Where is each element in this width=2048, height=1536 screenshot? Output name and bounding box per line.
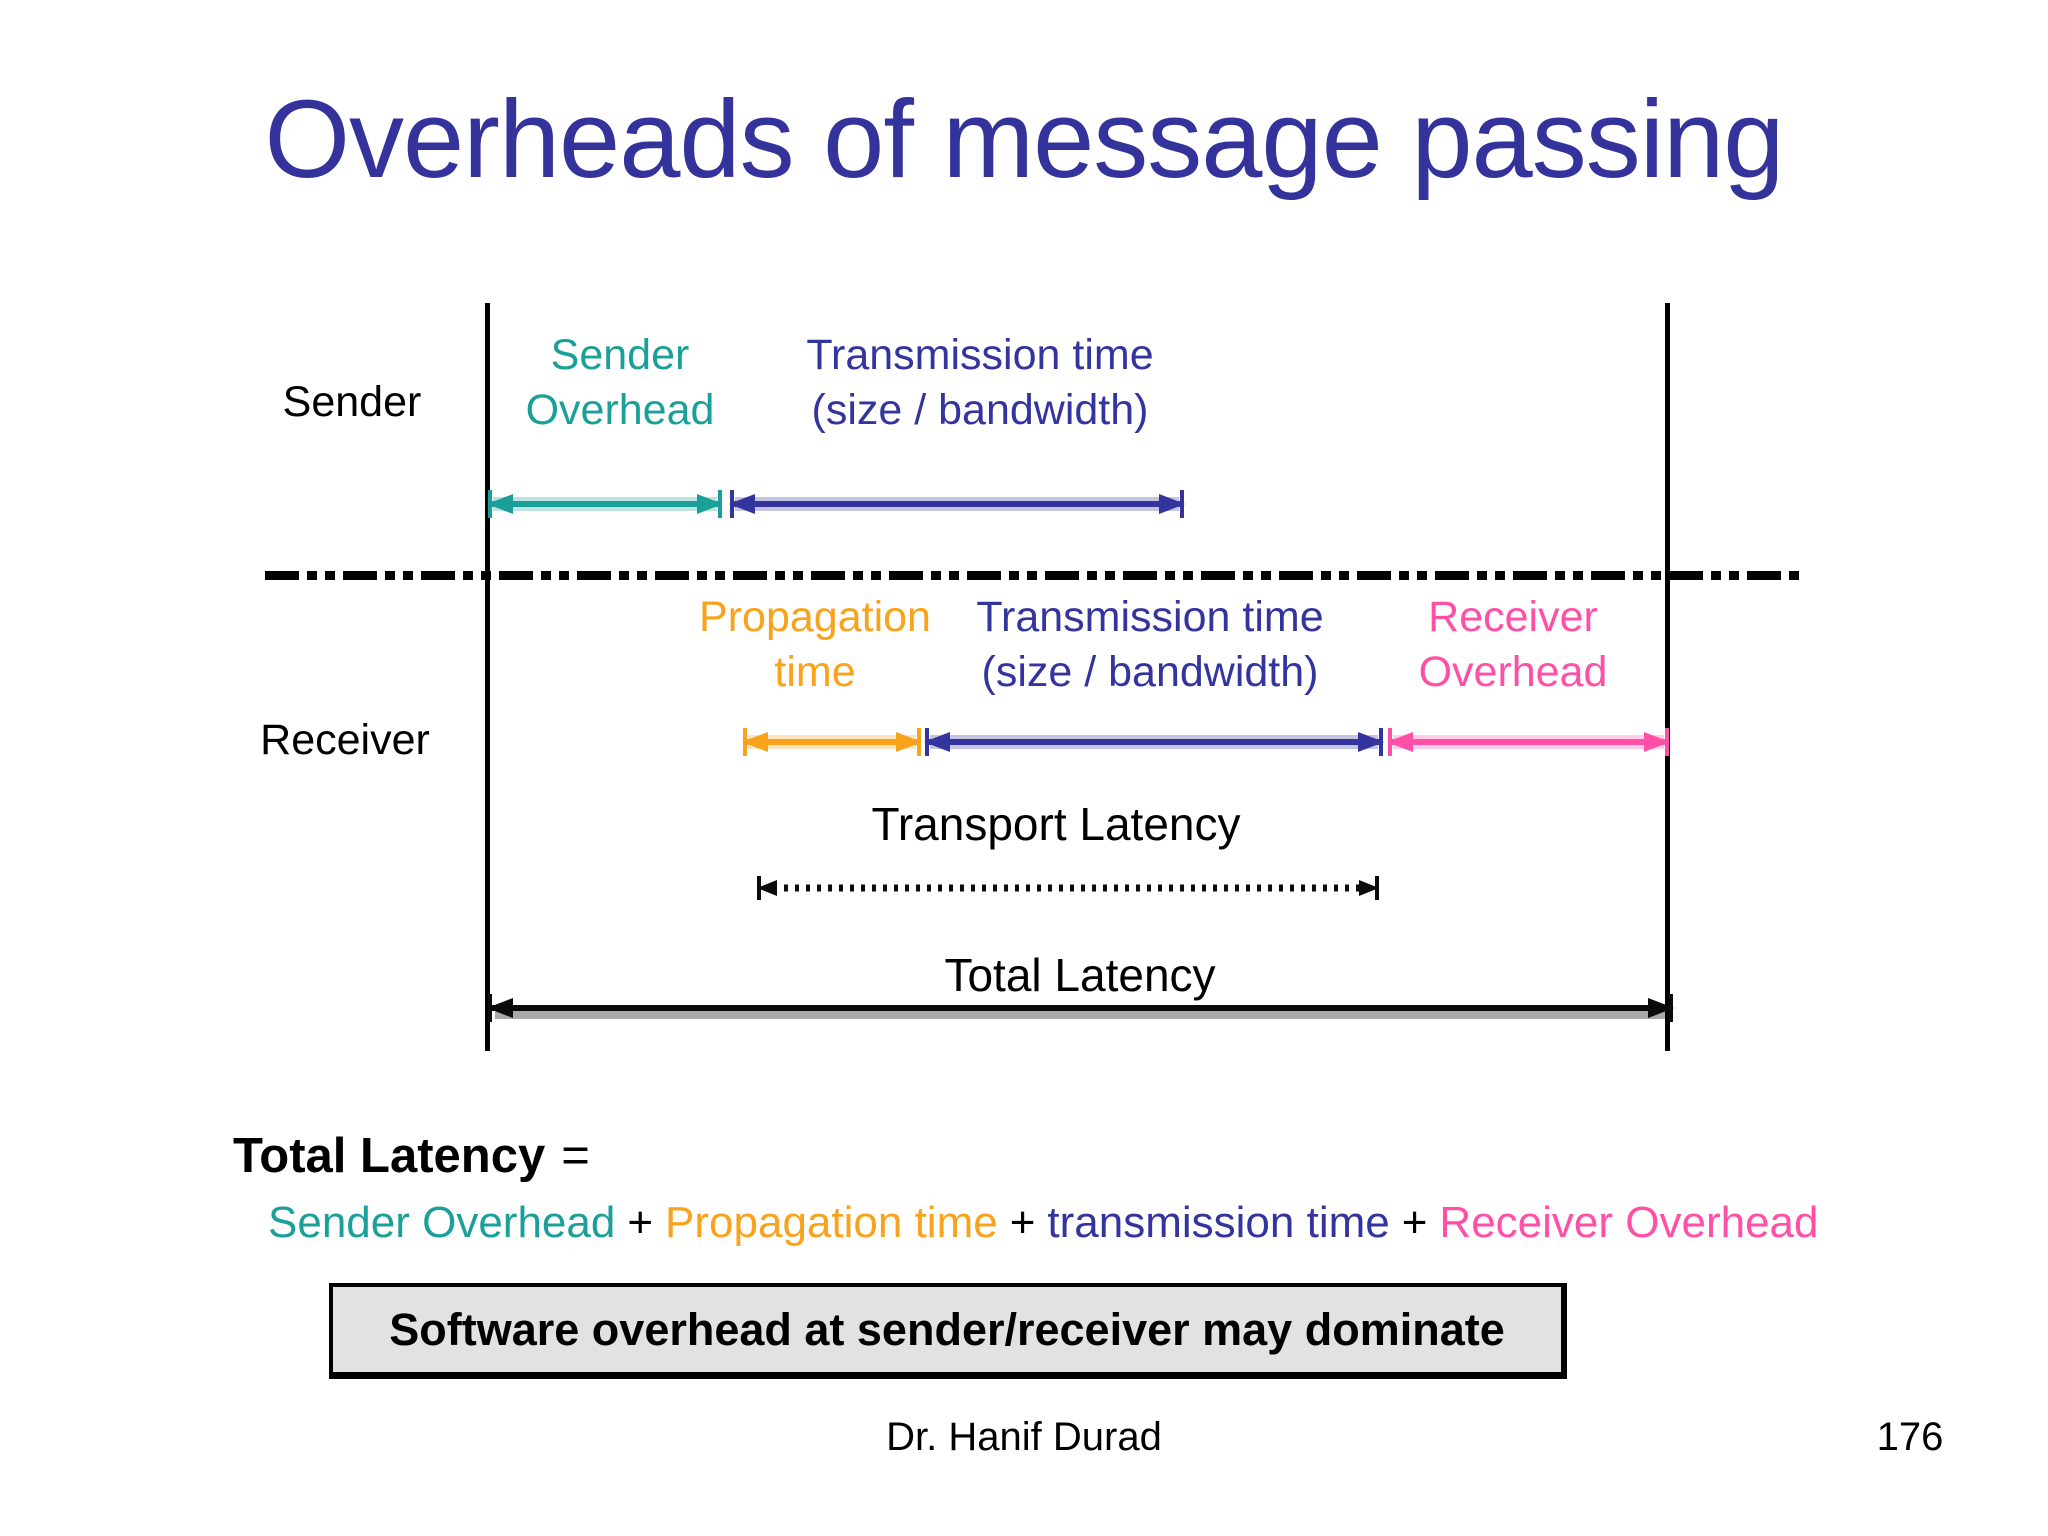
sender-receiver-divider-line — [265, 571, 1805, 580]
equation-term-sender-overhead: Sender Overhead — [268, 1198, 616, 1247]
transmission-time-sender-arrow — [729, 490, 1185, 518]
left-boundary-line — [485, 303, 490, 1051]
sender-overhead-label: Sender Overhead — [470, 328, 770, 438]
right-boundary-line — [1665, 303, 1670, 1051]
equation-term-receiver-overhead: Receiver Overhead — [1439, 1198, 1819, 1247]
plus-sign: + — [627, 1198, 654, 1247]
sender-overhead-line2: Overhead — [525, 386, 715, 434]
transmission-time-receiver-label: Transmission time (size / bandwidth) — [950, 590, 1350, 700]
slide-title: Overheads of message passing — [264, 78, 1785, 201]
receiver-row-label: Receiver — [260, 716, 430, 764]
receiver-overhead-line2: Overhead — [1418, 648, 1608, 696]
sender-row-label: Sender — [282, 378, 422, 426]
transmission-time-receiver-line2: (size / bandwidth) — [981, 648, 1319, 696]
callout-text: Software overhead at sender/receiver may… — [389, 1304, 1505, 1355]
callout-box: Software overhead at sender/receiver may… — [329, 1283, 1567, 1379]
plus-sign: + — [1009, 1198, 1036, 1247]
propagation-time-label: Propagation time — [665, 590, 965, 700]
transmission-time-receiver-arrow — [924, 728, 1384, 756]
transmission-time-sender-line2: (size / bandwidth) — [811, 386, 1149, 434]
footer-author: Dr. Hanif Durad — [886, 1415, 1162, 1459]
receiver-overhead-label: Receiver Overhead — [1363, 590, 1663, 700]
equation-term-propagation-time: Propagation time — [665, 1198, 998, 1247]
total-latency-arrow — [487, 994, 1674, 1022]
transmission-time-sender-label: Transmission time (size / bandwidth) — [780, 328, 1180, 438]
transmission-time-sender-line1: Transmission time — [806, 331, 1154, 379]
transmission-time-receiver-line1: Transmission time — [976, 593, 1324, 641]
transport-latency-label: Transport Latency — [871, 798, 1241, 850]
propagation-time-arrow — [742, 728, 922, 756]
sender-overhead-line1: Sender — [550, 331, 690, 379]
equation-equals-sign: = — [561, 1129, 590, 1183]
propagation-time-line1: Propagation — [699, 593, 931, 641]
equation-term-transmission-time: transmission time — [1047, 1198, 1390, 1247]
transport-latency-arrow — [757, 876, 1379, 900]
total-latency-label: Total Latency — [944, 949, 1216, 1001]
equation-heading: Total Latency = — [233, 1128, 590, 1184]
plus-sign: + — [1401, 1198, 1428, 1247]
equation-line: Sender Overhead+Propagation time+transmi… — [268, 1198, 1819, 1248]
propagation-time-line2: time — [774, 648, 856, 696]
equation-lhs: Total Latency — [233, 1129, 546, 1183]
sender-overhead-arrow — [487, 490, 723, 518]
receiver-overhead-line1: Receiver — [1428, 593, 1598, 641]
receiver-overhead-arrow — [1387, 728, 1670, 756]
page-number: 176 — [1876, 1415, 1944, 1459]
